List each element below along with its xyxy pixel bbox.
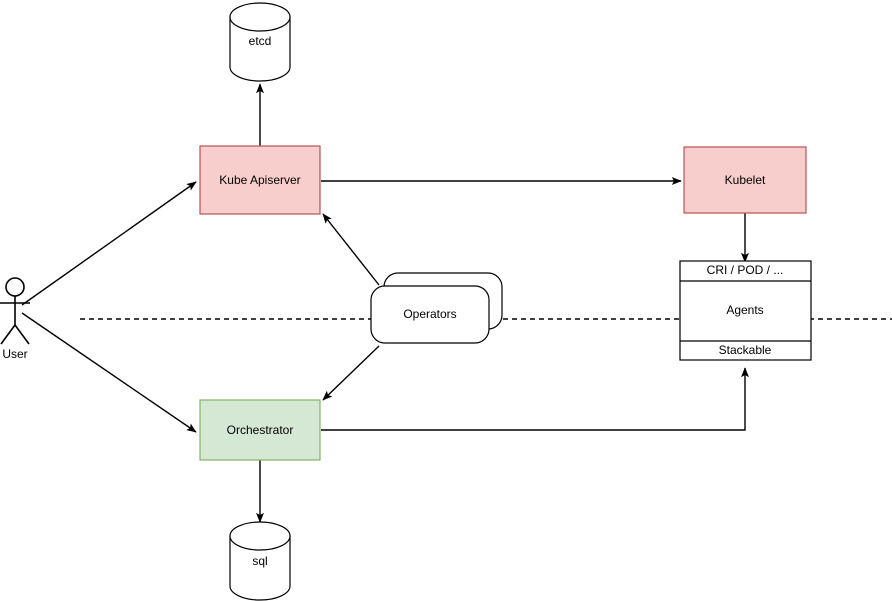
node-agents-header-label: CRI / POD / ... [707, 263, 784, 277]
node-kube-apiserver[interactable]: Kube Apiserver [199, 145, 321, 215]
node-operators-label: Operators [403, 307, 456, 321]
edge-user-to-orchestrator [21, 312, 197, 433]
node-kube-apiserver-label: Kube Apiserver [219, 173, 300, 187]
node-user-label: User [2, 347, 27, 361]
node-orchestrator[interactable]: Orchestrator [199, 399, 321, 461]
node-etcd-label: etcd [249, 34, 272, 48]
edge-operators-to-orchestrator [322, 345, 380, 401]
node-sql[interactable]: sql [229, 521, 291, 601]
node-user-actor[interactable]: User [0, 277, 30, 361]
node-operators[interactable]: Operators [370, 272, 503, 344]
node-agents-footer-label: Stackable [719, 343, 772, 357]
node-etcd[interactable]: etcd [229, 2, 291, 82]
node-orchestrator-label: Orchestrator [227, 423, 294, 437]
node-agents-label: Agents [726, 303, 763, 317]
edge-orchestrator-to-stackable [321, 367, 749, 431]
edge-user-to-apiserver [21, 181, 197, 306]
node-kubelet-label: Kubelet [725, 173, 766, 187]
node-kubelet[interactable]: Kubelet [683, 146, 807, 214]
node-sql-label: sql [252, 554, 267, 568]
edge-operators-to-apiserver [322, 213, 380, 286]
node-agents[interactable]: CRI / POD / ... Agents Stackable [679, 260, 812, 361]
